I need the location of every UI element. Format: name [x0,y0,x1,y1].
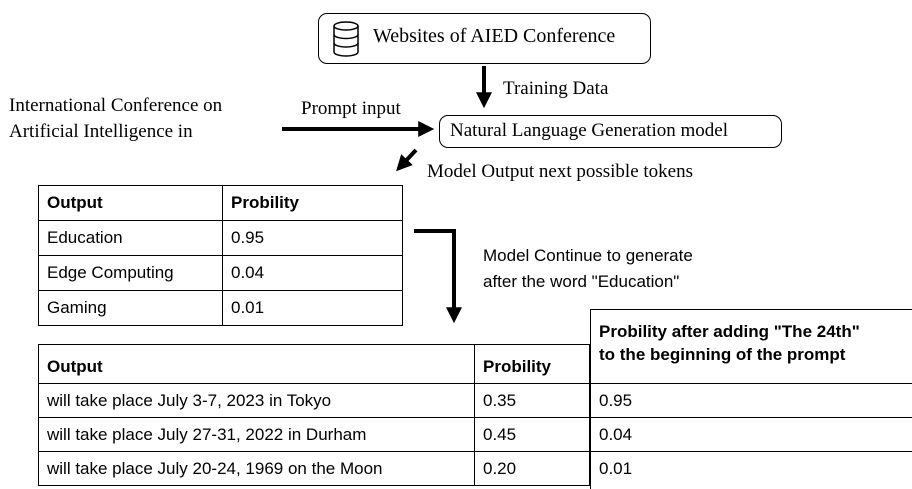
header-probility: Probility [222,185,403,221]
continue-arrow [414,229,462,324]
table-row: will take place July 20-24, 1969 on the … [38,451,590,486]
source-label: Websites of AIED Conference [373,25,616,47]
header-output: Output [38,344,475,384]
cell-output: will take place July 20-24, 1969 on the … [38,451,475,486]
cell-probility: 0.01 [222,290,403,326]
database-icon [333,21,359,57]
cell-probility: 0.95 [222,220,403,256]
header-probility: Probility [474,344,590,384]
model-output-label: Model Output next possible tokens [427,161,693,182]
prompt-line-1: International Conference on [9,95,223,116]
continuation-table: Output Probility will take place July 3-… [38,344,590,486]
header-prefixed-probility: Probility after adding "The 24th" to the… [591,310,912,383]
cell-prefixed-probility: 0.04 [591,417,912,451]
output-arrow [396,148,418,172]
model-box: Natural Language Generation model [439,115,782,148]
model-label: Natural Language Generation model [450,120,729,141]
continue-note-line-1: Model Continue to generate [483,246,693,265]
cell-output: will take place July 3-7, 2023 in Tokyo [38,383,475,418]
cell-output: Education [38,220,223,256]
table-row: Gaming 0.01 [38,290,403,326]
cell-output: will take place July 27-31, 2022 in Durh… [38,417,475,452]
cell-probility: 0.20 [474,451,590,486]
cell-output: Edge Computing [38,255,223,291]
cell-probility: 0.04 [222,255,403,291]
cell-output: Gaming [38,290,223,326]
table-header-row: Output Probility [38,344,590,384]
training-data-label: Training Data [503,78,609,99]
prefixed-probility-column: Probility after adding "The 24th" to the… [590,309,912,489]
continue-note-line-2: after the word "Education" [483,272,680,291]
header-prefixed-line-1: Probility after adding "The 24th" [599,322,860,341]
table-row: will take place July 27-31, 2022 in Durh… [38,417,590,452]
prompt-line-2: Artificial Intelligence in [9,121,193,142]
source-box: Websites of AIED Conference [318,13,651,64]
continue-note: Model Continue to generate after the wor… [483,243,693,295]
header-output: Output [38,185,223,221]
prompt-input-label: Prompt input [301,98,401,119]
table-row: Education 0.95 [38,220,403,256]
cell-prefixed-probility: 0.01 [591,451,912,485]
table-row: Edge Computing 0.04 [38,255,403,291]
cell-probility: 0.35 [474,383,590,418]
header-prefixed-line-2: to the beginning of the prompt [599,345,846,364]
table-row: will take place July 3-7, 2023 in Tokyo … [38,383,590,418]
cell-probility: 0.45 [474,417,590,452]
cell-prefixed-probility: 0.95 [591,383,912,417]
table-header-row: Output Probility [38,185,403,221]
next-token-table: Output Probility Education 0.95 Edge Com… [38,185,403,326]
